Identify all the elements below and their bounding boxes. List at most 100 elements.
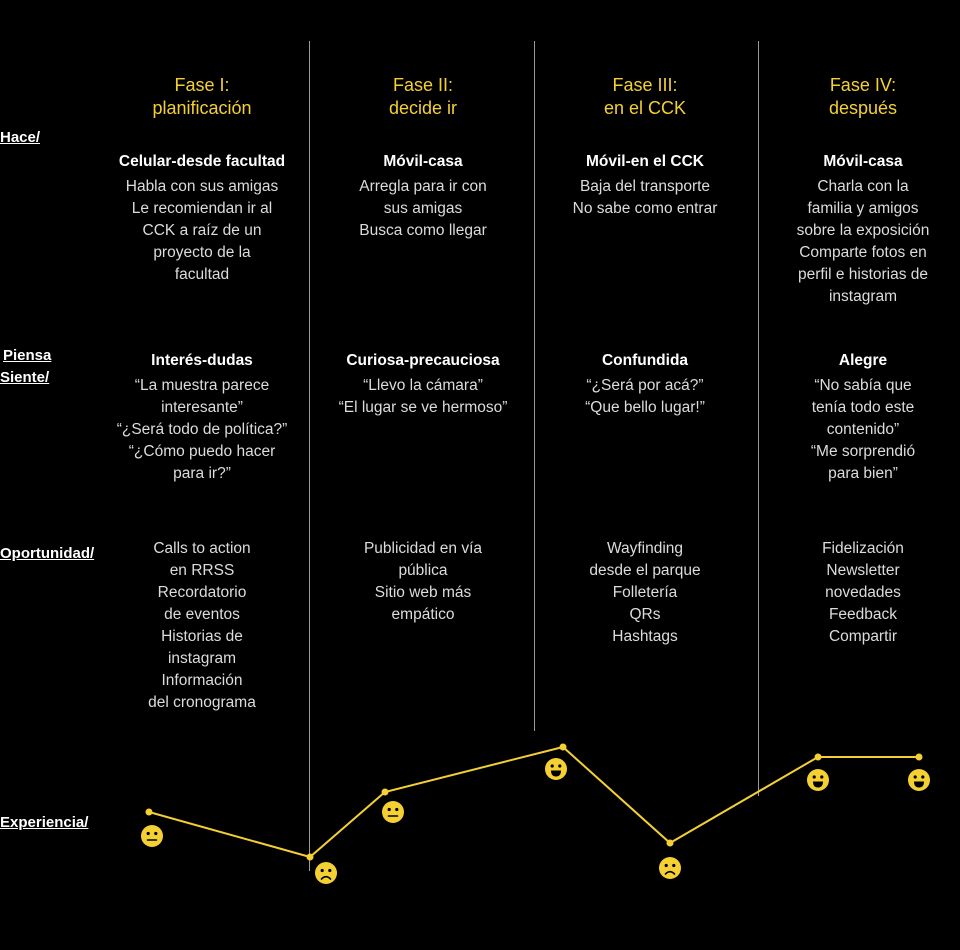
cell-line: “¿Será por acá?” (586, 377, 704, 394)
cell-line: para bien” (828, 465, 898, 482)
phase-subtitle: planificación (152, 98, 252, 118)
phase-divider-1 (309, 41, 310, 871)
cell-line: novedades (825, 584, 901, 601)
cell-line: Fidelización (822, 540, 904, 557)
hace-cell-2: Móvil-casa Arregla para ir con sus amiga… (313, 151, 533, 242)
happy-face-icon (545, 758, 567, 780)
cell-line: Folletería (612, 584, 678, 601)
cell-line: Hashtags (612, 628, 678, 645)
cell-line: contenido” (826, 421, 900, 438)
phase-divider-2 (534, 41, 535, 731)
experience-point-2 (306, 853, 337, 884)
oportunidad-cell-1: Calls to action en RRSS Recordatorio de … (92, 538, 312, 714)
experience-point-4 (545, 743, 567, 780)
phase-header-4: Fase IV: después (753, 74, 960, 120)
cell-line: Información (161, 672, 243, 689)
cell-line: perfil e historias de (797, 266, 929, 283)
cell-line: Calls to action (153, 540, 251, 557)
cell-line: en RRSS (169, 562, 235, 579)
cell-heading: Alegre (838, 352, 888, 369)
oportunidad-cell-2: Publicidad en vía pública Sitio web más … (313, 538, 533, 626)
cell-line: proyecto de la (153, 244, 251, 261)
phase-subtitle: decide ir (388, 98, 458, 118)
phase-title: Fase II: (392, 75, 454, 95)
phase-subtitle: en el CCK (603, 98, 687, 118)
happy-face-icon (908, 769, 930, 791)
cell-line: “¿Cómo puedo hacer (128, 443, 276, 460)
phase-divider-3 (758, 41, 759, 796)
hace-cell-4: Móvil-casa Charla con la familia y amigo… (753, 151, 960, 308)
point-marker (666, 839, 674, 847)
cell-line: Sitio web más (374, 584, 472, 601)
row-label-piensa: Piensa (3, 347, 52, 364)
cell-heading: Confundida (601, 352, 689, 369)
cell-heading: Móvil-casa (823, 153, 903, 170)
cell-line: Charla con la (817, 178, 909, 195)
cell-heading: Móvil-casa (383, 153, 463, 170)
cell-line: de eventos (164, 606, 240, 623)
point-marker (145, 808, 153, 816)
cell-heading: Curiosa-precauciosa (346, 352, 500, 369)
cell-line: “¿Será todo de política?” (116, 421, 288, 438)
oportunidad-cell-4: Fidelización Newsletter novedades Feedba… (753, 538, 960, 648)
experience-line (148, 745, 919, 859)
cell-line: sus amigas (383, 200, 463, 217)
cell-line: Comparte fotos en (799, 244, 927, 261)
cell-line: tenía todo este (811, 399, 915, 416)
phase-header-3: Fase III: en el CCK (535, 74, 755, 120)
cell-line: facultad (174, 266, 230, 283)
point-marker (915, 753, 923, 761)
phase-title: Fase IV: (829, 75, 897, 95)
cell-line: CCK a raíz de un (142, 222, 262, 239)
row-label-siente: Siente/ (0, 369, 50, 386)
cell-line: Wayfinding (606, 540, 684, 557)
cell-line: Habla con sus amigas (125, 178, 279, 195)
piensa-cell-1: Interés-dudas “La muestra parece interes… (92, 350, 312, 485)
phase-title: Fase I: (174, 75, 230, 95)
cell-line: familia y amigos (807, 200, 919, 217)
cell-line: Feedback (828, 606, 898, 623)
experience-point-5 (659, 839, 681, 879)
phase-subtitle: después (828, 98, 898, 118)
cell-line: para ir?” (173, 465, 231, 482)
cell-line: “No sabía que (814, 377, 912, 394)
point-marker (306, 853, 314, 861)
experience-point-1 (141, 808, 163, 847)
cell-line: “Llevo la cámara” (363, 377, 483, 394)
cell-line: pública (398, 562, 448, 579)
cell-line: Recordatorio (157, 584, 247, 601)
row-label-experiencia: Experiencia/ (0, 814, 89, 831)
cell-line: del cronograma (148, 694, 256, 711)
oportunidad-cell-3: Wayfinding desde el parque Folletería QR… (535, 538, 755, 648)
neutral-face-icon (141, 825, 163, 847)
cell-line: Newsletter (826, 562, 900, 579)
cell-heading: Móvil-en el CCK (586, 153, 704, 170)
cell-line: Busca como llegar (359, 222, 487, 239)
experience-point-3 (381, 788, 404, 823)
piensa-cell-4: Alegre “No sabía que tenía todo este con… (753, 350, 960, 485)
cell-line: QRs (629, 606, 661, 623)
cell-line: Baja del transporte (579, 178, 711, 195)
sad-face-icon (659, 857, 681, 879)
phase-header-1: Fase I: planificación (92, 74, 312, 120)
point-marker (381, 788, 389, 796)
row-label-hace: Hace/ (0, 129, 41, 146)
point-marker (814, 753, 822, 761)
cell-heading: Interés-dudas (151, 352, 253, 369)
cell-line: empático (391, 606, 455, 623)
sad-face-icon (315, 862, 337, 884)
happy-face-icon (807, 769, 829, 791)
cell-line: Le recomiendan ir al (131, 200, 273, 217)
hace-cell-3: Móvil-en el CCK Baja del transporte No s… (535, 151, 755, 220)
experience-point-6 (807, 753, 829, 791)
cell-line: Publicidad en vía (363, 540, 483, 557)
experience-point-7 (908, 753, 930, 791)
phase-header-2: Fase II: decide ir (313, 74, 533, 120)
cell-line: desde el parque (589, 562, 701, 579)
cell-line: No sabe como entrar (572, 200, 718, 217)
point-marker (559, 743, 567, 751)
cell-line: instagram (167, 650, 237, 667)
phase-title: Fase III: (612, 75, 678, 95)
neutral-face-icon (382, 801, 404, 823)
